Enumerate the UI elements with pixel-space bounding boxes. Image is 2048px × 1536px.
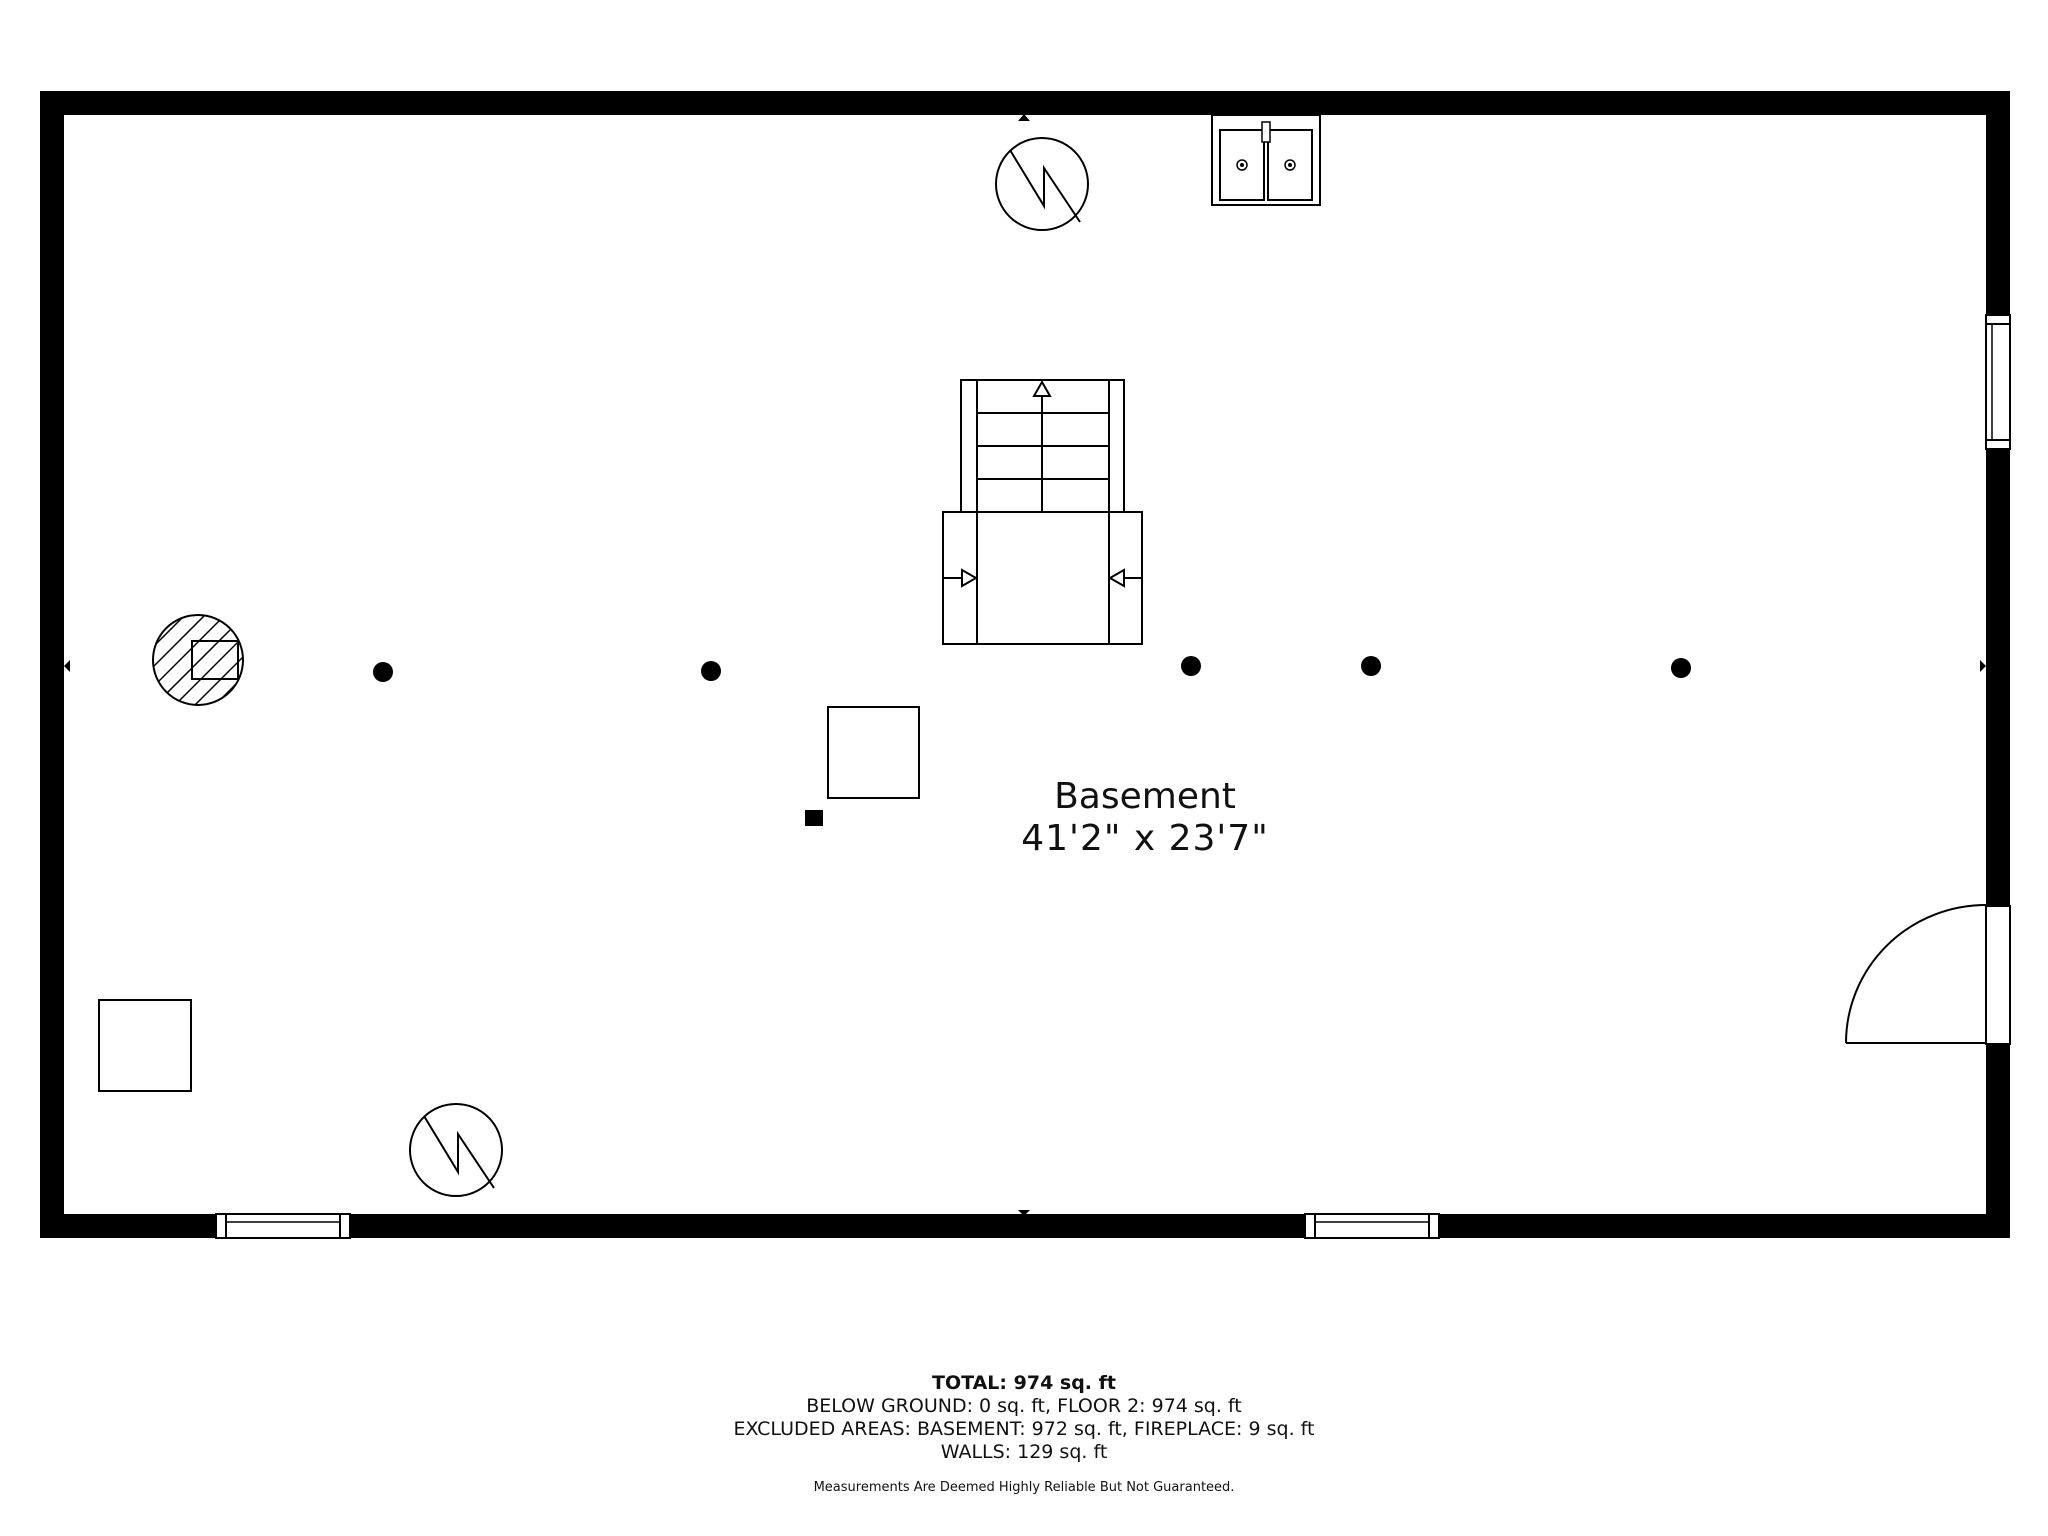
small-square-marker [805,810,823,826]
water-heater-icon [995,137,1089,231]
excluded-areas: EXCLUDED AREAS: BASEMENT: 972 sq. ft, FI… [733,1418,1315,1440]
room-dimensions: 41'2" x 23'7" [1021,818,1269,859]
window-icon [1304,1213,1440,1239]
door-swing-icon [1845,904,2011,1045]
disclaimer: Measurements Are Deemed Highly Reliable … [813,1480,1235,1495]
wall-marker-right [1980,660,1986,672]
support-post-icon [1671,658,1691,678]
wall-marker-bottom [1018,1210,1030,1216]
walls-area: WALLS: 129 sq. ft [940,1441,1108,1463]
support-post-icon [701,661,721,681]
room-name: Basement [1054,776,1236,817]
area-summary: TOTAL: 974 sq. ft BELOW GROUND: 0 sq. ft… [524,1372,1524,1496]
support-post-icon [1181,656,1201,676]
wall-marker-left [64,660,70,672]
total-area: TOTAL: 974 sq. ft [932,1372,1116,1394]
wall-marker-top [1018,114,1030,121]
fireplace-icon [152,614,244,706]
window-icon [1985,314,2011,450]
support-post-icon [1361,656,1381,676]
appliance-box [827,706,920,799]
appliance-box [98,999,192,1092]
support-post-icon [373,662,393,682]
staircase-icon [942,379,1143,645]
sink-icon [1211,114,1321,206]
below-ground-area: BELOW GROUND: 0 sq. ft, FLOOR 2: 974 sq.… [806,1395,1242,1417]
window-icon [215,1213,351,1239]
exterior-walls [40,91,2010,1238]
water-heater-icon [409,1103,503,1197]
